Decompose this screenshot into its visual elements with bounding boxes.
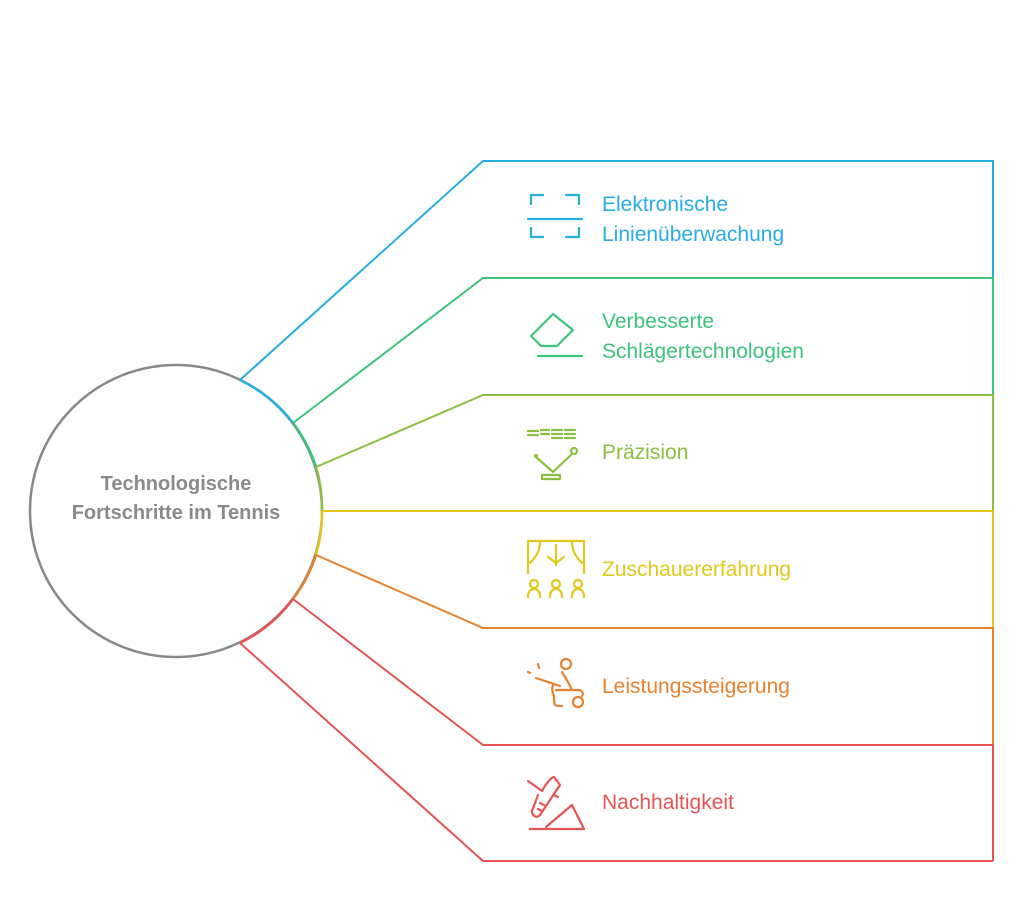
branch-outline [239,642,993,862]
sneaker-icon [526,775,586,831]
line-scan-icon [526,193,584,239]
branch-outline [292,277,994,424]
racket-tech-icon [529,312,584,358]
branch-outline [239,160,994,381]
circle-arc-segment [239,598,295,645]
precision-target-icon [526,428,579,481]
center-title: Technologische Fortschritte im Tennis [71,473,281,524]
athlete-performance-icon [526,657,585,709]
item-label-sustainability: Nachhaltigkeit [602,791,734,814]
item-label-audience: Zuschauererfahrung [602,558,792,581]
circle-arc-segment [292,554,318,600]
item-label-performance: Leistungssteigerung [602,675,790,698]
circle-arc-segment [239,378,294,424]
branch-outline [322,510,994,628]
branch-outline [315,554,994,745]
item-label-line-monitoring: Elektronische Linienüberwachung [602,193,785,246]
item-label-racket-tech: Verbesserte Schlägertechnologien [602,310,804,363]
branch-outline [315,394,994,511]
item-label-precision: Präzision [602,441,689,464]
circle-arc-segment [292,422,318,468]
audience-stage-icon [526,539,586,599]
circle-arc-segment [314,466,324,512]
branch-outline [292,598,994,861]
circle-arc-segment [314,510,324,556]
